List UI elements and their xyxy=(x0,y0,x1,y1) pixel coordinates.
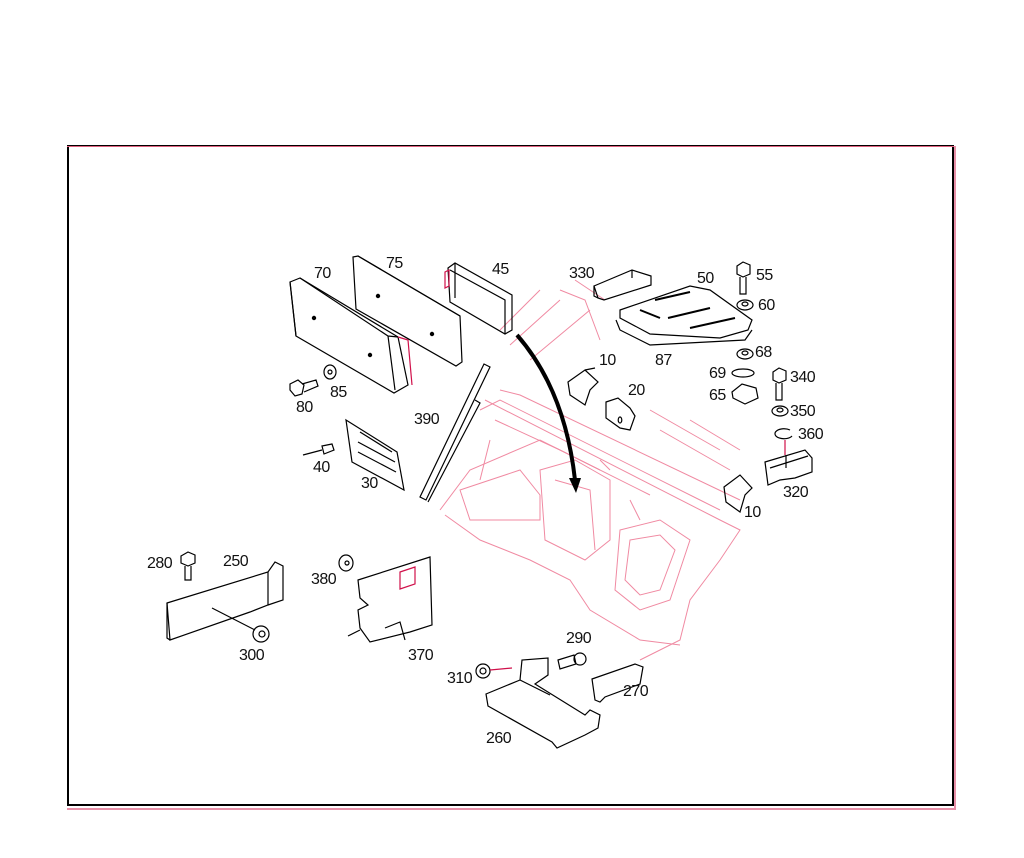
part-85-washer xyxy=(323,364,337,380)
part-20-clip xyxy=(605,397,636,431)
callout-20[interactable]: 20 xyxy=(628,382,645,399)
callout-310[interactable]: 310 xyxy=(447,670,473,687)
part-68-washer xyxy=(736,348,754,360)
callout-10b[interactable]: 10 xyxy=(744,504,761,521)
part-320-bracket xyxy=(764,449,813,486)
part-250-bracket xyxy=(166,561,284,641)
part-10-bracket-b xyxy=(723,474,753,513)
callout-320[interactable]: 320 xyxy=(783,484,809,501)
part-260-bracket xyxy=(485,657,601,749)
callout-50[interactable]: 50 xyxy=(697,270,714,287)
frame-accent-right xyxy=(954,146,956,809)
callout-340[interactable]: 340 xyxy=(790,369,816,386)
callout-69[interactable]: 69 xyxy=(709,365,726,382)
vehicle-body-outline xyxy=(439,279,741,661)
part-290-bolt xyxy=(557,652,587,670)
callout-270[interactable]: 270 xyxy=(623,683,649,700)
part-10-bracket-a xyxy=(567,367,599,406)
callout-75[interactable]: 75 xyxy=(386,255,403,272)
callout-40[interactable]: 40 xyxy=(313,459,330,476)
frame-accent-bottom xyxy=(67,808,956,810)
part-380-washer xyxy=(338,554,354,572)
part-65-clip xyxy=(731,383,759,405)
part-350-washer xyxy=(771,405,789,417)
assembly-arrow xyxy=(515,333,577,481)
frame-accent-top xyxy=(67,146,954,147)
part-40-rivet xyxy=(302,443,335,456)
callout-370[interactable]: 370 xyxy=(408,647,434,664)
part-280-bolt xyxy=(180,551,196,581)
part-69-washer xyxy=(731,368,755,378)
callout-85[interactable]: 85 xyxy=(330,384,347,401)
part-330-bracket xyxy=(593,269,652,301)
callout-250[interactable]: 250 xyxy=(223,553,249,570)
part-310-nut xyxy=(475,663,513,679)
callout-280[interactable]: 280 xyxy=(147,555,173,572)
callout-390[interactable]: 390 xyxy=(414,411,440,428)
part-30-plate xyxy=(345,418,405,492)
callout-290[interactable]: 290 xyxy=(566,630,592,647)
part-70-block xyxy=(289,277,413,394)
callout-68[interactable]: 68 xyxy=(755,344,772,361)
part-270-bracket xyxy=(591,663,644,703)
part-60-washer xyxy=(736,299,754,311)
part-370-plate xyxy=(347,556,433,643)
callout-360[interactable]: 360 xyxy=(798,426,824,443)
callout-60[interactable]: 60 xyxy=(758,297,775,314)
callout-260[interactable]: 260 xyxy=(486,730,512,747)
part-360-ring xyxy=(774,428,793,440)
part-45-box xyxy=(444,262,513,335)
callout-80[interactable]: 80 xyxy=(296,399,313,416)
callout-87[interactable]: 87 xyxy=(655,352,672,369)
callout-10a[interactable]: 10 xyxy=(599,352,616,369)
part-50-plate xyxy=(615,285,753,346)
part-340-bolt xyxy=(772,367,787,401)
callout-45[interactable]: 45 xyxy=(492,261,509,278)
callout-30[interactable]: 30 xyxy=(361,475,378,492)
callout-380[interactable]: 380 xyxy=(311,571,337,588)
callout-350[interactable]: 350 xyxy=(790,403,816,420)
callout-330[interactable]: 330 xyxy=(569,265,595,282)
part-300-nut xyxy=(211,607,270,643)
callout-300[interactable]: 300 xyxy=(239,647,265,664)
callout-55[interactable]: 55 xyxy=(756,267,773,284)
part-80-bolt xyxy=(289,379,319,397)
part-75-plate xyxy=(352,255,463,367)
part-390-strip xyxy=(419,363,491,503)
part-55-bolt xyxy=(736,261,751,295)
callout-65[interactable]: 65 xyxy=(709,387,726,404)
callout-70[interactable]: 70 xyxy=(314,265,331,282)
